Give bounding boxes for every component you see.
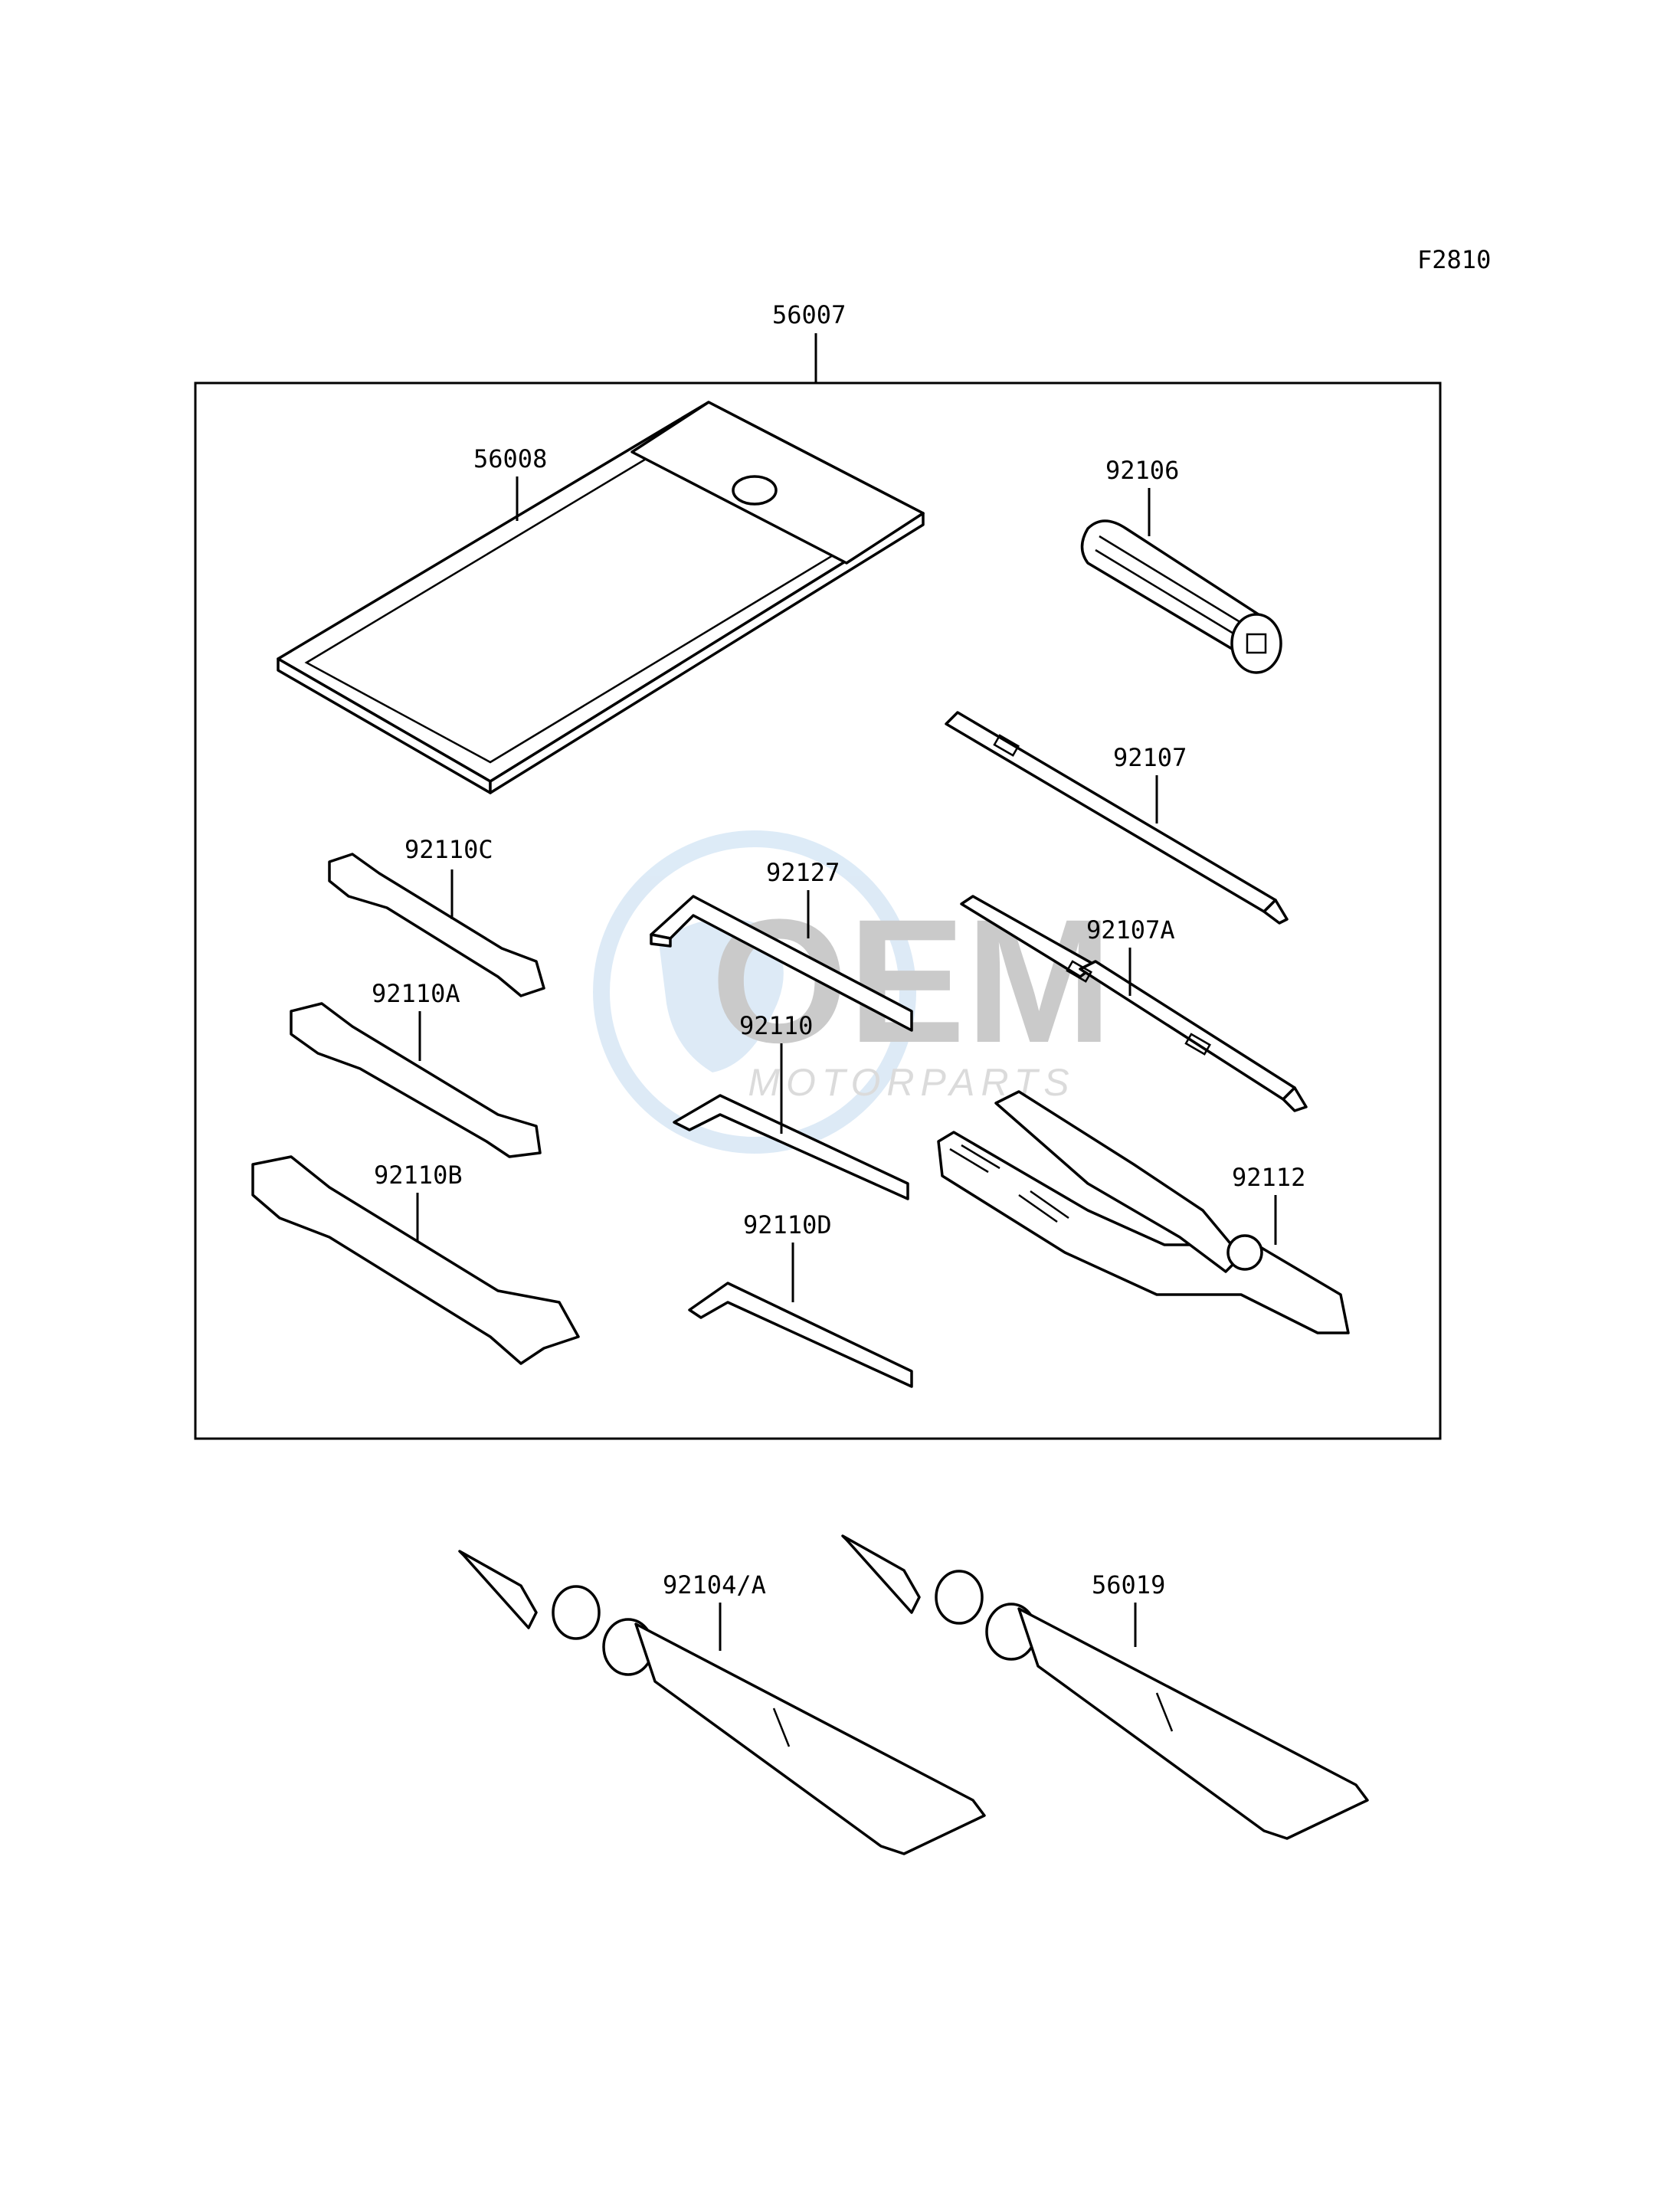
label-56007: 56007 — [772, 300, 846, 329]
label-92110: 92110 — [739, 1011, 813, 1040]
label-92110C: 92110C — [404, 835, 493, 864]
label-92110D: 92110D — [743, 1210, 832, 1239]
label-92106: 92106 — [1105, 456, 1179, 485]
screwdriver-92107 — [945, 711, 1289, 925]
hex-key-92110D — [688, 1282, 913, 1388]
label-92127: 92127 — [766, 858, 840, 887]
wrench-92110C — [328, 853, 545, 997]
watermark-text: OEM — [711, 882, 1112, 1079]
tool-kit-frame — [194, 381, 1442, 1440]
pliers-92112 — [937, 1090, 1350, 1334]
label-92104A: 92104/A — [663, 1570, 766, 1599]
wrench-92110A — [290, 1002, 542, 1158]
label-92107A: 92107A — [1086, 915, 1175, 945]
label-92110B: 92110B — [374, 1161, 463, 1190]
label-92110A: 92110A — [372, 979, 460, 1008]
label-56019: 56019 — [1092, 1570, 1165, 1599]
grease-tube-92104A — [458, 1550, 986, 1855]
hex-key-92127 — [650, 895, 913, 1032]
hex-key-92110 — [673, 1094, 909, 1200]
label-92112: 92112 — [1232, 1163, 1305, 1192]
label-56008: 56008 — [473, 444, 547, 473]
label-92107: 92107 — [1113, 743, 1187, 772]
tool-bag-56008 — [277, 401, 925, 794]
watermark-logo: OEM MOTORPARTS — [593, 830, 1112, 1154]
screwdriver-92107A — [960, 895, 1308, 1112]
handle-92106 — [1080, 519, 1282, 674]
wrench-92110B — [251, 1155, 580, 1365]
grease-tube-56019 — [841, 1534, 1369, 1840]
figure-code: F2810 — [1417, 245, 1491, 274]
